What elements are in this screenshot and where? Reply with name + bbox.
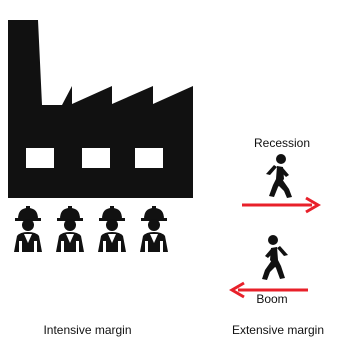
intensive-margin-caption: Intensive margin [43,323,132,337]
factory-window [26,148,54,168]
extensive-margin-caption: Extensive margin [231,323,325,337]
workers-group [14,206,168,252]
recession-label: Recession [253,136,311,150]
factory-window [82,148,110,168]
construction-worker-icon [56,206,84,252]
boom-label: Boom [256,292,288,306]
walking-person-icon [266,154,292,198]
factory-icon [8,20,193,198]
construction-worker-icon [140,206,168,252]
construction-worker-icon [14,206,42,252]
boom-arrow [229,281,308,299]
walking-person-icon [262,235,288,280]
recession-arrow [242,196,321,214]
construction-worker-icon [98,206,126,252]
factory-window [135,148,163,168]
